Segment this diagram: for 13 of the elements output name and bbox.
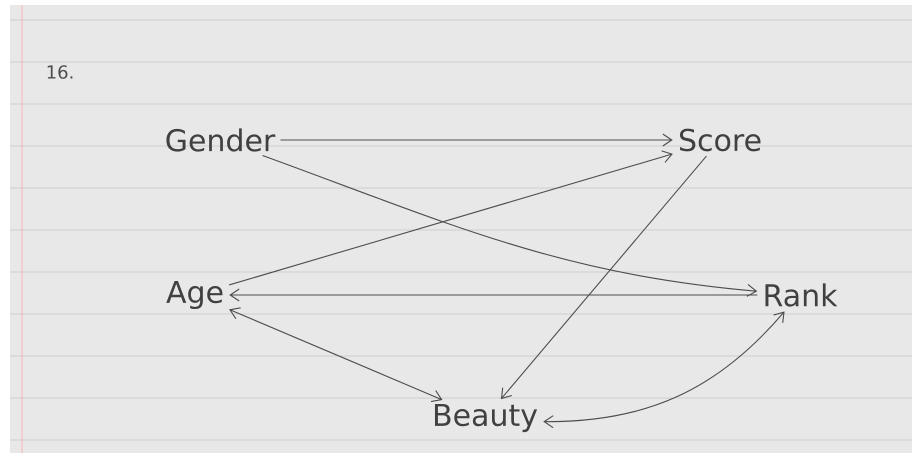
arrow <box>228 150 673 286</box>
arrow <box>280 134 673 146</box>
arrow <box>500 156 707 400</box>
node-label: Beauty <box>434 404 538 432</box>
node-label: Gender <box>166 128 276 152</box>
item-number: 16. <box>48 65 72 79</box>
arrow <box>262 154 758 297</box>
arrow <box>229 288 758 302</box>
node-label: Score <box>680 128 760 152</box>
arrow <box>543 311 785 428</box>
arrow <box>229 307 443 402</box>
node-label: Age <box>166 280 222 310</box>
node-label: Rank <box>765 283 838 307</box>
